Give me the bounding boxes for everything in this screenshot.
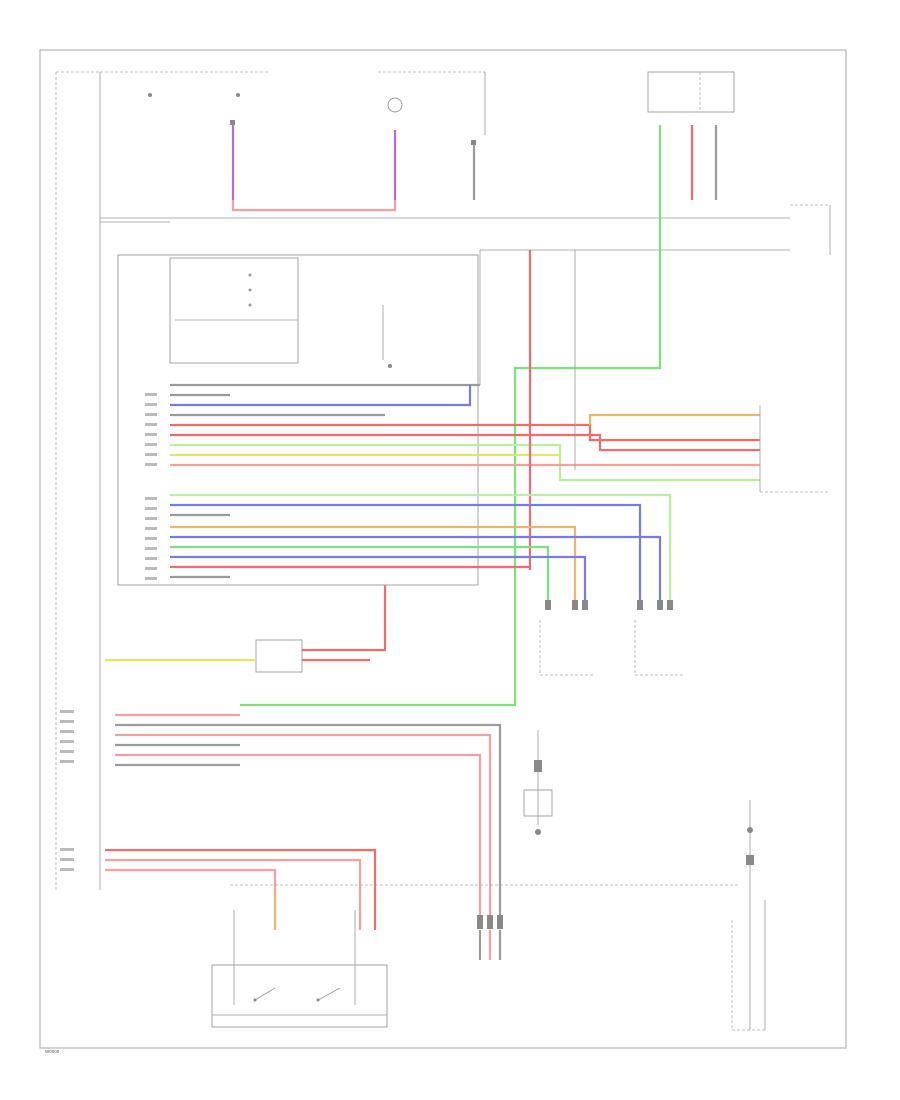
middle-relay xyxy=(105,585,387,673)
module-wires-lower xyxy=(170,493,672,600)
pin-label-marks xyxy=(60,393,157,871)
combination-switch-top xyxy=(378,71,486,200)
left-module-enclosure xyxy=(55,71,101,890)
lower-connector-wires xyxy=(115,713,502,915)
ground-connector-mid xyxy=(523,730,553,835)
climate-control-module xyxy=(117,254,479,586)
bottom-switch-assembly xyxy=(211,884,740,1028)
top-fuse-block-left xyxy=(100,71,270,125)
fuse-to-bulb-wire xyxy=(231,97,403,212)
diagram-frame xyxy=(39,49,847,1049)
ground-connector-right xyxy=(731,800,766,1031)
right-connector-feed xyxy=(528,250,576,570)
module-wires-upper xyxy=(170,383,830,493)
switch-feed-wires xyxy=(105,848,377,930)
top-ground-bus xyxy=(100,204,831,385)
footer-code: W0000 xyxy=(45,1049,60,1054)
green-feed-wire xyxy=(240,200,662,707)
sensor-connectors-mid xyxy=(539,600,685,676)
bottom-sensor-connectors xyxy=(477,915,503,960)
top-fuse-block-right xyxy=(647,71,735,200)
